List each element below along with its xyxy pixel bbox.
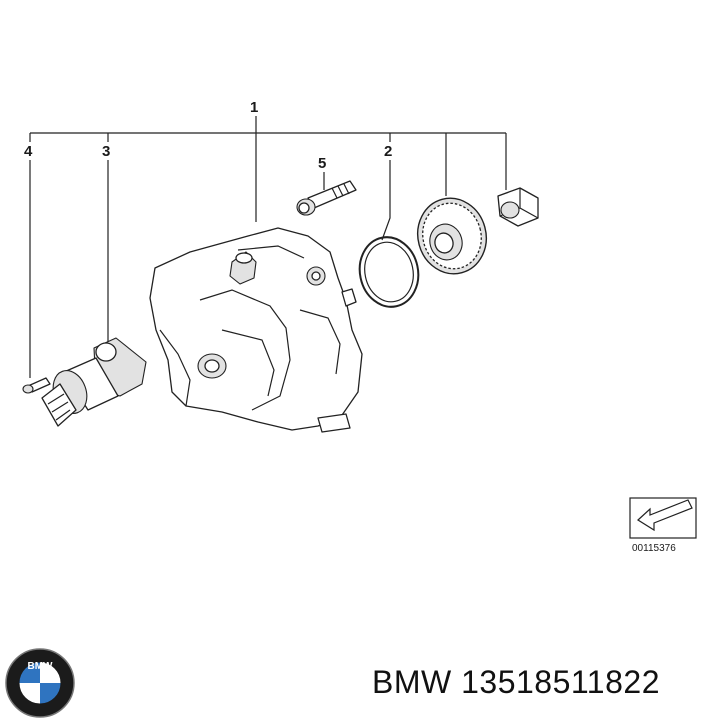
callout-4: 4 bbox=[24, 143, 33, 160]
drive-gear bbox=[417, 197, 487, 275]
logo-text: BMW bbox=[28, 661, 54, 672]
o-ring-part-2 bbox=[358, 236, 420, 308]
callout-3: 3 bbox=[102, 143, 110, 160]
leader-lines bbox=[29, 116, 507, 378]
drawing-number: 00115376 bbox=[632, 543, 676, 554]
drawing-reference-box: 00115376 bbox=[629, 497, 697, 554]
callout-5: 5 bbox=[318, 155, 326, 172]
bolt-part-5 bbox=[296, 180, 357, 216]
screw-part-4 bbox=[22, 377, 51, 394]
hex-nut bbox=[497, 187, 539, 227]
pump-body-part-1 bbox=[149, 227, 363, 433]
callout-2: 2 bbox=[384, 143, 392, 160]
footer-part-label: BMW 13518511822 bbox=[372, 664, 660, 701]
metering-valve-part-3 bbox=[41, 337, 147, 427]
bmw-roundel-icon: BMW bbox=[5, 648, 75, 718]
footer-brand: BMW bbox=[372, 664, 452, 700]
footer-part-number: 13518511822 bbox=[461, 664, 660, 700]
callout-1: 1 bbox=[250, 99, 258, 116]
